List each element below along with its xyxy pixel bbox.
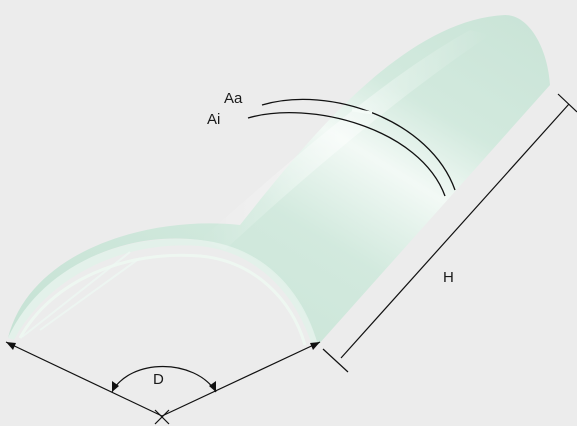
arrow-left <box>6 342 16 350</box>
height-tick-top <box>557 93 577 113</box>
shell-front-face <box>8 238 318 345</box>
base-line-right <box>161 341 321 417</box>
height-tick-bottom <box>322 348 349 373</box>
arc-arrow-right <box>209 381 216 392</box>
diameter-label: D <box>153 371 164 388</box>
shell-inner-lines <box>21 251 141 338</box>
outer-surface-label: Aa <box>224 90 243 107</box>
outer-surface-arc <box>261 98 456 191</box>
height-dimension-line <box>340 103 570 359</box>
base-line-left <box>5 341 163 417</box>
height-label: H <box>443 269 454 286</box>
arc-arrow-left <box>112 381 119 392</box>
inner-arc-gap <box>351 108 373 115</box>
inner-surface-label: Ai <box>207 111 220 128</box>
diameter-angle-arc <box>111 365 217 393</box>
shell-highlight <box>200 30 490 250</box>
apex-cross-b <box>154 409 170 425</box>
arrow-right <box>310 342 320 350</box>
inner-surface-arc <box>247 112 446 197</box>
shell-inner-edge <box>18 253 307 346</box>
